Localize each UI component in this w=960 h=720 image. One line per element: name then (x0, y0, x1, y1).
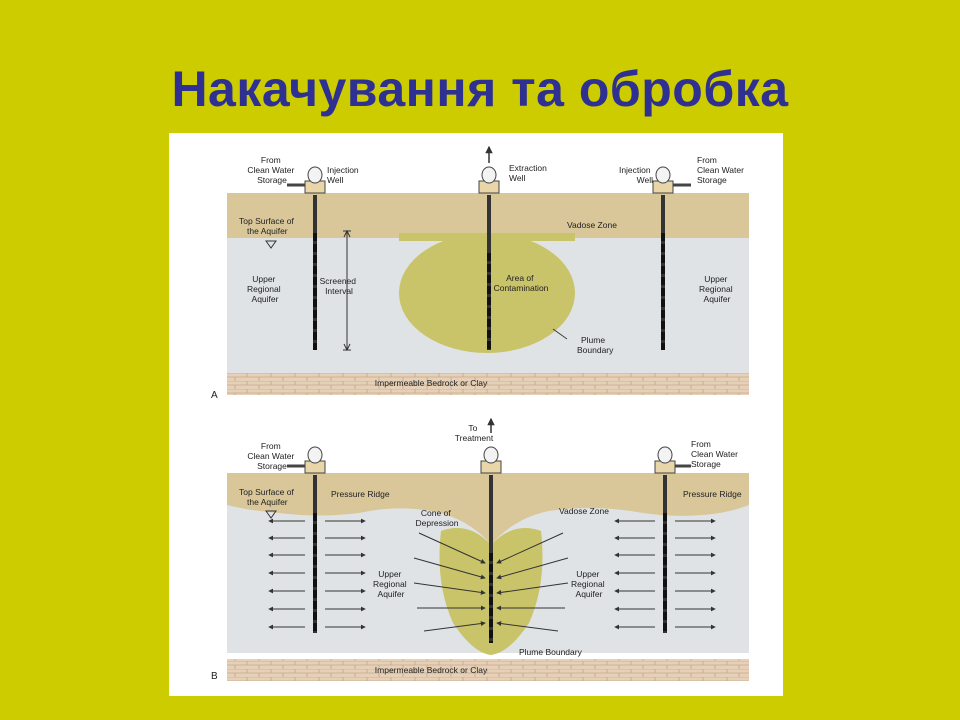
pressure-ridge-right-label: Pressure Ridge (683, 489, 742, 499)
extraction-well-b (480, 446, 502, 643)
pump-and-treat-figure: From Clean Water Storage Injection Well … (169, 133, 783, 696)
bedrock-layer-a (227, 373, 749, 395)
flow-arrow-converging (413, 582, 486, 595)
top-surface-label-a: Top Surface of the Aquifer (239, 216, 296, 236)
from-clean-water-left-a: From Clean Water Storage (247, 155, 296, 185)
screened-interval-bracket (343, 229, 351, 352)
area-of-contamination-label: Area of Contamination (494, 273, 549, 293)
bedrock-label-a: Impermeable Bedrock or Clay (375, 378, 488, 388)
flow-arrow-converging (496, 621, 559, 632)
panel-letter-b: B (211, 671, 218, 682)
panel-b: To Treatment From Clean Water Storage Fr… (211, 417, 749, 682)
from-clean-water-right-a: From Clean Water Storage (697, 155, 746, 185)
upper-aquifer-left-label-b: Upper Regional Aquifer (373, 569, 409, 599)
from-clean-water-right-b: From Clean Water Storage (691, 439, 740, 469)
pressure-ridge-left-label: Pressure Ridge (331, 489, 390, 499)
injection-well-left-label-a: Injection Well (327, 165, 361, 185)
top-surface-label-b: Top Surface of the Aquifer (239, 487, 296, 507)
flow-arrow-converging (496, 557, 569, 580)
flow-arrow-converging (496, 532, 564, 564)
upper-aquifer-left-label-a: Upper Regional Aquifer (247, 274, 283, 304)
flow-arrows (268, 518, 716, 632)
plume-boundary-leader-a (552, 328, 568, 340)
to-treatment-label: To Treatment (455, 423, 494, 443)
slide-title: Накачування та обробка (171, 61, 789, 117)
water-table-symbol-a (265, 240, 277, 249)
upper-aquifer-right-label-b: Upper Regional Aquifer (571, 569, 607, 599)
water-table-symbol-b (265, 510, 277, 519)
upper-aquifer-right-label-a: Upper Regional Aquifer (699, 274, 735, 304)
panel-letter-a: A (211, 390, 218, 401)
bedrock-layer-b (227, 659, 749, 681)
bedrock-label-b: Impermeable Bedrock or Clay (375, 665, 488, 675)
panel-a: From Clean Water Storage Injection Well … (211, 145, 749, 401)
injection-well-left-a (287, 166, 326, 350)
flow-arrow-converging (413, 557, 486, 580)
injection-well-right-label-a: Injection Well (619, 165, 653, 185)
vadose-zone-label-a: Vadose Zone (567, 220, 617, 230)
injection-well-right-b (654, 446, 691, 633)
flow-arrow-converging (418, 532, 486, 564)
vadose-zone-label-b: Vadose Zone (559, 506, 609, 516)
plume-boundary-label-a: Plume Boundary (577, 335, 614, 355)
pump-and-treat-diagram: From Clean Water Storage Injection Well … (211, 145, 749, 682)
extraction-well-label-a: Extraction Well (509, 163, 549, 183)
extraction-well-a (478, 145, 500, 350)
flow-arrow-converging (423, 621, 486, 632)
injection-well-left-b (287, 446, 326, 633)
cone-of-depression-label: Cone of Depression (416, 508, 459, 528)
screened-interval-label: Screened Interval (320, 276, 359, 296)
vadose-zone-layer-b (227, 473, 749, 545)
injection-well-right-a (652, 166, 691, 350)
flow-arrow-converging (496, 582, 569, 595)
from-clean-water-left-b: From Clean Water Storage (247, 441, 296, 471)
plume-boundary-label-b: Plume Boundary (519, 647, 583, 657)
